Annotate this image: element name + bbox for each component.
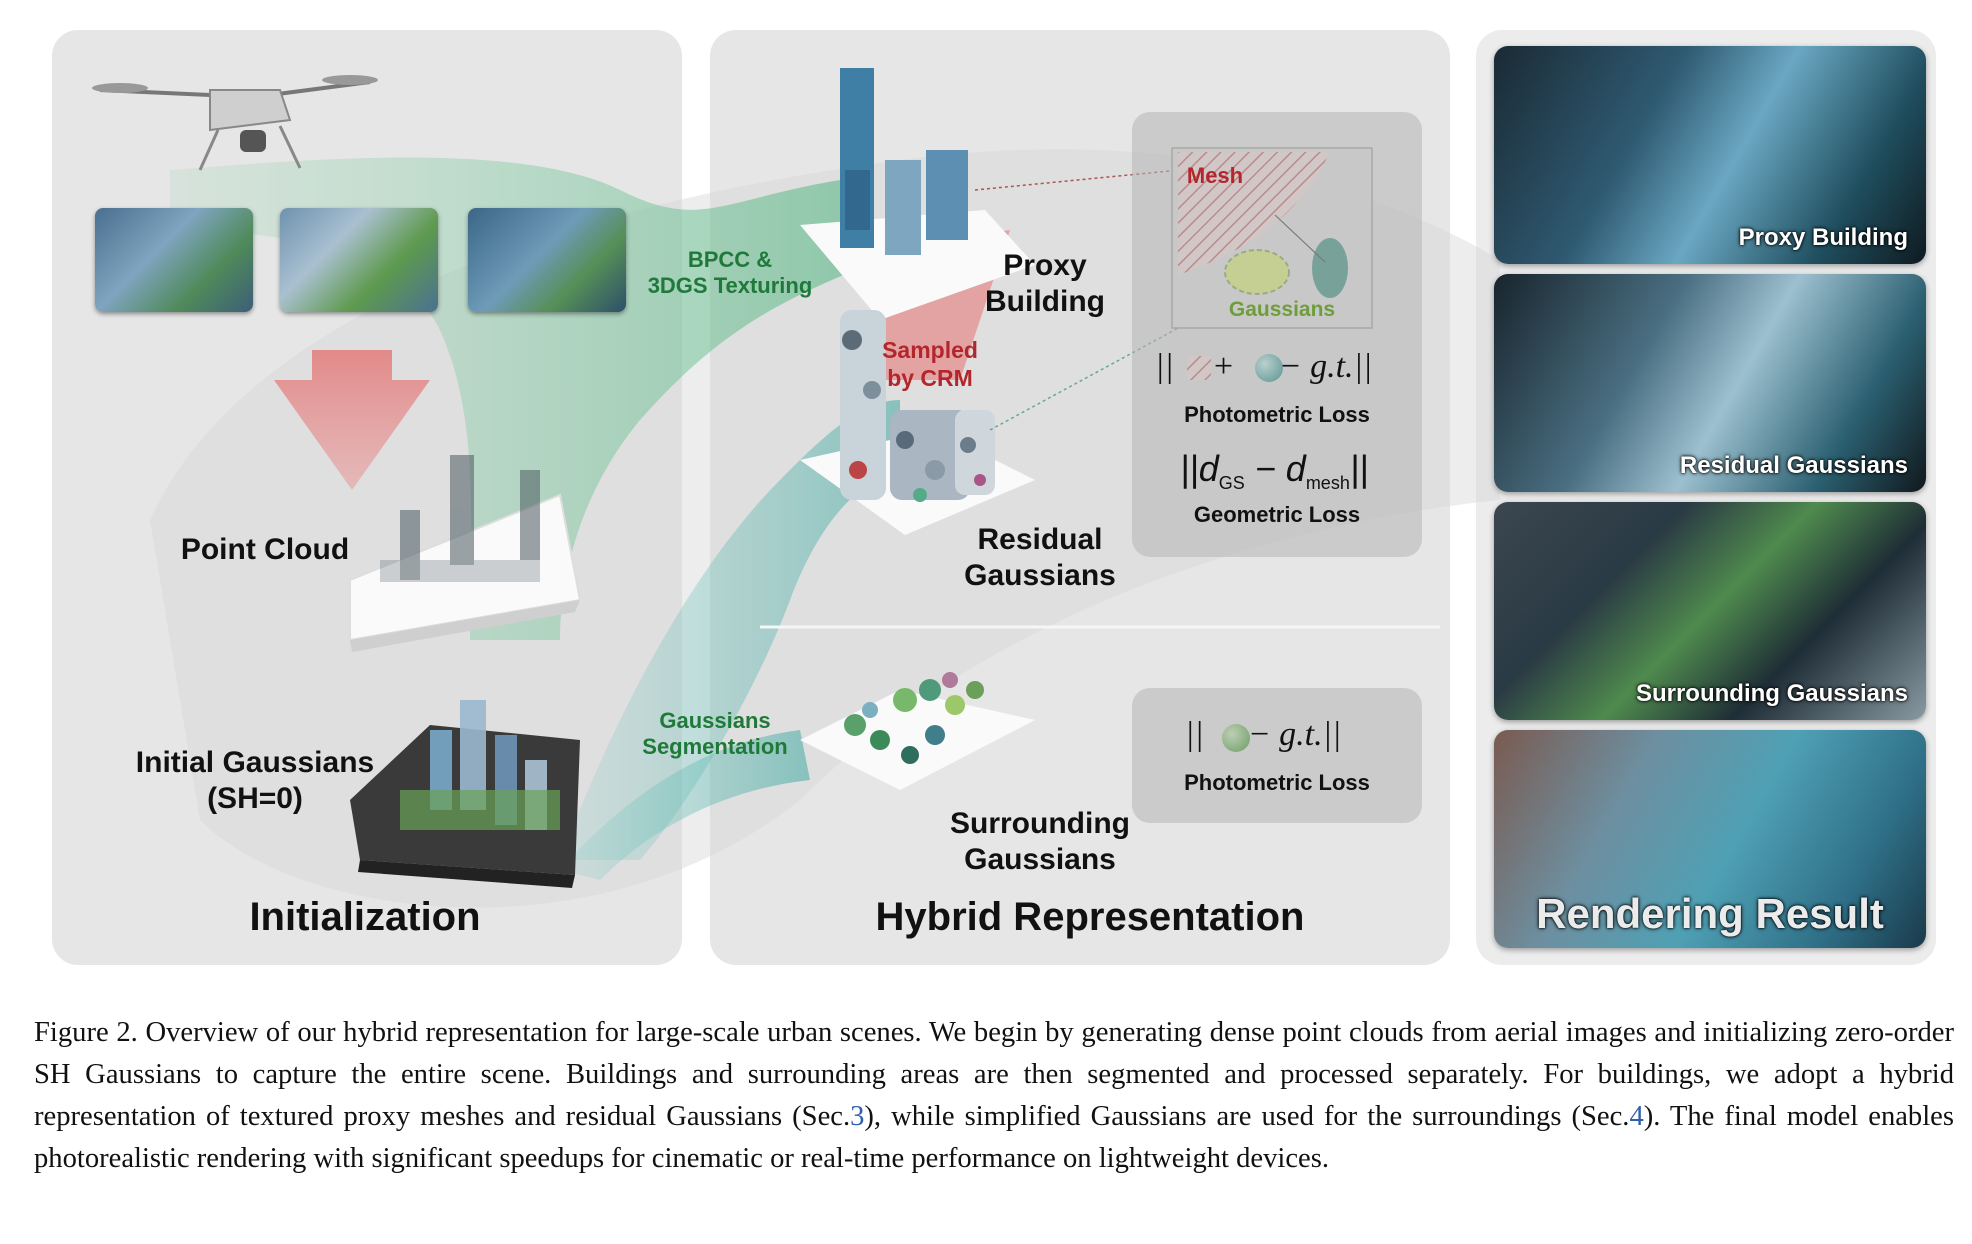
render-tile-rendering-result: Rendering Result bbox=[1494, 730, 1926, 948]
residual-line1: Residual bbox=[977, 523, 1103, 556]
sampled-line2: by CRM bbox=[887, 364, 973, 391]
caption-part2: ), while simplified Gaussians are used f… bbox=[864, 1101, 1630, 1132]
render-tile-label-1: Proxy Building bbox=[1738, 224, 1908, 251]
figure-overview: Point Cloud Initial Gaussians (SH=0) BPC… bbox=[52, 30, 1936, 965]
render-tile-label-4: Rendering Result bbox=[1536, 890, 1884, 937]
caption-ref-section-4[interactable]: 4 bbox=[1629, 1101, 1644, 1132]
bpcc-line1: BPCC & bbox=[687, 247, 773, 272]
proxy-building-illustration bbox=[800, 68, 1035, 320]
residual-line2: Gaussians bbox=[964, 559, 1116, 592]
bpcc-line2: 3DGS Texturing bbox=[647, 273, 813, 299]
photometric-loss-equation-2: ||− g.t.|| bbox=[1185, 716, 1342, 753]
render-tile-proxy-building: Proxy Building bbox=[1494, 46, 1926, 264]
d-gs-subscript: GS bbox=[1218, 473, 1245, 494]
gt-symbol-1: g.t. bbox=[1310, 348, 1354, 385]
initial-gaussians-line1: Initial Gaussians bbox=[135, 746, 375, 779]
initial-gaussians-illustration bbox=[350, 700, 580, 888]
caption-part1: Figure 2. Overview of our hybrid represe… bbox=[34, 1017, 1954, 1132]
sampled-line1: Sampled bbox=[882, 337, 978, 363]
loss-box-building bbox=[1132, 112, 1422, 557]
input-image-3 bbox=[468, 208, 626, 312]
proxy-building-label: Proxy Building bbox=[960, 248, 1130, 320]
proxy-building-line2: Building bbox=[985, 285, 1105, 318]
d-mesh-subscript: mesh bbox=[1305, 473, 1350, 494]
gaussians-segmentation-label: Gaussians Segmentation bbox=[620, 708, 810, 761]
input-image-2 bbox=[280, 208, 438, 312]
sampled-by-crm-label: Sampled by CRM bbox=[870, 337, 990, 392]
surrounding-line1: Surrounding bbox=[950, 807, 1130, 840]
schematic-gaussians-label: Gaussians bbox=[1228, 298, 1336, 321]
d-gs-symbol: d bbox=[1198, 448, 1219, 489]
input-image-1 bbox=[95, 208, 253, 312]
surrounding-line2: Gaussians bbox=[964, 843, 1116, 876]
surrounding-gaussians-illustration bbox=[800, 672, 1035, 790]
initial-gaussians-label: Initial Gaussians (SH=0) bbox=[115, 745, 395, 817]
residual-gaussians-label: Residual Gaussians bbox=[940, 522, 1140, 594]
figure-caption: Figure 2. Overview of our hybrid represe… bbox=[34, 1012, 1954, 1180]
caption-ref-section-3[interactable]: 3 bbox=[850, 1101, 865, 1132]
drone-icon bbox=[92, 75, 378, 171]
render-tile-surrounding-gaussians: Surrounding Gaussians bbox=[1494, 502, 1926, 720]
render-tile-label-2: Residual Gaussians bbox=[1679, 452, 1908, 479]
segmentation-line1: Gaussians bbox=[659, 708, 771, 733]
render-tile-label-3: Surrounding Gaussians bbox=[1635, 680, 1908, 707]
residual-gaussians-illustration bbox=[800, 310, 1035, 535]
mesh-label: Mesh bbox=[1186, 163, 1244, 188]
proxy-building-line1: Proxy bbox=[1003, 249, 1087, 282]
photometric-loss-label-1: Photometric Loss bbox=[1184, 402, 1370, 427]
surrounding-gaussians-label: Surrounding Gaussians bbox=[930, 806, 1150, 878]
geometric-loss-equation: ||dGS − dmesh|| bbox=[1180, 448, 1369, 494]
initial-gaussians-line2: (SH=0) bbox=[207, 782, 303, 815]
render-tile-residual-gaussians: Residual Gaussians bbox=[1494, 274, 1926, 492]
d-mesh-symbol: d bbox=[1285, 448, 1306, 489]
segmentation-line2: Segmentation bbox=[642, 734, 788, 760]
caption-part3: ). The final model enables photorealisti… bbox=[34, 1101, 1954, 1174]
photometric-loss-equation-1: ||+− g.t.|| bbox=[1155, 348, 1373, 385]
initialization-title: Initialization bbox=[249, 895, 481, 939]
gt-symbol-2: g.t. bbox=[1279, 716, 1323, 753]
bpcc-texturing-label: BPCC & 3DGS Texturing bbox=[630, 247, 830, 300]
point-cloud-illustration bbox=[349, 455, 582, 652]
point-cloud-label: Point Cloud bbox=[180, 533, 350, 566]
geometric-loss-label: Geometric Loss bbox=[1193, 502, 1361, 527]
hybrid-representation-title: Hybrid Representation bbox=[875, 895, 1305, 939]
photometric-loss-label-2: Photometric Loss bbox=[1184, 770, 1370, 795]
loss-box-surrounding bbox=[1132, 688, 1422, 823]
